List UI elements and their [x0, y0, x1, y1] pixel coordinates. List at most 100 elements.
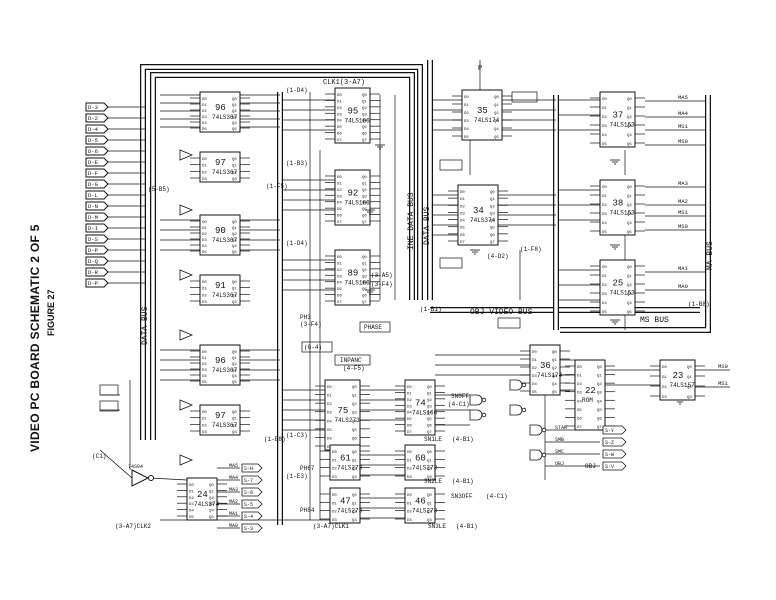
- pin-label: D1: [337, 182, 342, 186]
- pin-label: Q5: [362, 288, 367, 292]
- pin-label: D1: [532, 359, 537, 363]
- signal-tag-box: [511, 91, 538, 103]
- pin-label: D3: [602, 213, 607, 217]
- pin-label: Q7: [490, 241, 495, 245]
- input-connector: D-M: [85, 212, 145, 222]
- pin-label: D6: [577, 417, 582, 421]
- pin-label: Q1: [627, 195, 632, 199]
- pin-label: D4: [602, 302, 607, 306]
- buffer-triangle: [179, 269, 194, 281]
- pin-label: Q2: [494, 112, 499, 116]
- input-label: D-N: [88, 203, 98, 210]
- pin-label: Q4: [427, 412, 432, 416]
- pin-label: Q4: [362, 282, 367, 286]
- pin-label: Q1: [627, 107, 632, 111]
- input-label: D-3: [88, 104, 98, 111]
- pin-label: D7: [407, 431, 412, 435]
- ref-g-4: (G-4): [304, 344, 322, 351]
- ms-bus-label: MS BUS: [640, 316, 669, 325]
- pin-label: Q2: [232, 424, 237, 428]
- pin-label: Q4: [627, 222, 632, 226]
- input-arrow-icon: [85, 256, 109, 266]
- pin-label: Q1: [352, 395, 357, 399]
- out-arrow-icon: [602, 449, 627, 459]
- ma-signal-label: MA5: [229, 463, 238, 469]
- ma-signal-label: MA4: [229, 475, 238, 481]
- gate-bubble: [521, 382, 527, 388]
- pin-label: D2: [532, 367, 537, 371]
- pin-label: Q4: [627, 302, 632, 306]
- chip-part: ROM: [582, 397, 593, 404]
- pin-label: Q5: [352, 429, 357, 433]
- ref-1-f8: (1-F8): [520, 246, 542, 253]
- pin-label: D3: [577, 392, 582, 396]
- chip-body: [461, 89, 503, 141]
- ph3-ref: (3-F4): [300, 321, 322, 328]
- pin-label: Q3: [362, 113, 367, 117]
- ref-3-a7-clk2: (3-A7)CLK2: [115, 523, 151, 530]
- chip-part: 74LS166: [345, 200, 371, 207]
- pin-label: D3: [202, 239, 207, 243]
- pin-label: D2: [202, 294, 207, 298]
- pin-label: Q0: [362, 94, 367, 98]
- chip-number: 96: [215, 103, 226, 113]
- input-arrow-icon: [85, 212, 109, 222]
- chip-part: 74LS273: [335, 417, 361, 424]
- pin-label: Q7: [597, 426, 602, 430]
- pin-label: Q0: [232, 281, 237, 285]
- buffer-gate: [179, 454, 194, 466]
- pin-label: D0: [464, 96, 469, 100]
- phase-label: PHASE: [364, 324, 382, 331]
- pin-label: D0: [602, 186, 607, 190]
- pin-label: Q3: [627, 213, 632, 217]
- ref-1-e8: (1-E8): [264, 436, 286, 443]
- pin-label: D1: [332, 459, 337, 463]
- buffer-triangle: [179, 149, 194, 161]
- input-arrow-icon: [85, 190, 109, 200]
- pin-label: D5: [577, 409, 582, 413]
- pin-label: Q6: [362, 295, 367, 299]
- chip-body: [324, 379, 361, 451]
- pin-label: Q4: [232, 122, 237, 126]
- pin-label: Q3: [494, 120, 499, 124]
- pin-label: Q5: [232, 381, 237, 385]
- chip-number: 90: [215, 226, 226, 236]
- pin-label: Q7: [362, 139, 367, 143]
- chip-part: 74LS367: [212, 367, 238, 374]
- pin-label: Q1: [362, 262, 367, 266]
- power-p-label: P: [478, 65, 482, 73]
- out-label: S-5: [244, 502, 253, 508]
- schematic-title: VIDEO PC BOARD SCHEMATIC 2 OF 5: [28, 224, 42, 452]
- chip-number: 35: [477, 106, 488, 116]
- chip-part: 74LS153: [610, 290, 636, 297]
- pin-label: D4: [532, 383, 537, 387]
- ground-symbol: [610, 244, 620, 250]
- pin-label: Q3: [427, 476, 432, 480]
- pin-label: D3: [202, 431, 207, 435]
- pin-label: Q5: [427, 418, 432, 422]
- input-connector: D-F: [85, 168, 145, 178]
- pin-label: Q2: [232, 294, 237, 298]
- pin-label: Q2: [597, 383, 602, 387]
- input-arrow-icon: [85, 234, 109, 244]
- pin-label: Q3: [232, 178, 237, 182]
- input-connector: D-Q: [85, 256, 145, 266]
- chip-number: 97: [215, 411, 226, 421]
- chip-number: 75: [338, 406, 349, 416]
- pin-label: Q0: [427, 494, 432, 498]
- gate-body: [529, 449, 543, 461]
- pin-label: D1: [407, 392, 412, 396]
- ma-right-label: MA3: [678, 180, 688, 187]
- pin-label: D5: [337, 288, 342, 292]
- pin-label: D1: [327, 395, 332, 399]
- pin-label: D7: [337, 139, 342, 143]
- pin-label: Q3: [597, 392, 602, 396]
- pin-label: D6: [337, 295, 342, 299]
- pin-label: Q2: [232, 233, 237, 237]
- sn3le-ref: (4-B1): [456, 523, 478, 530]
